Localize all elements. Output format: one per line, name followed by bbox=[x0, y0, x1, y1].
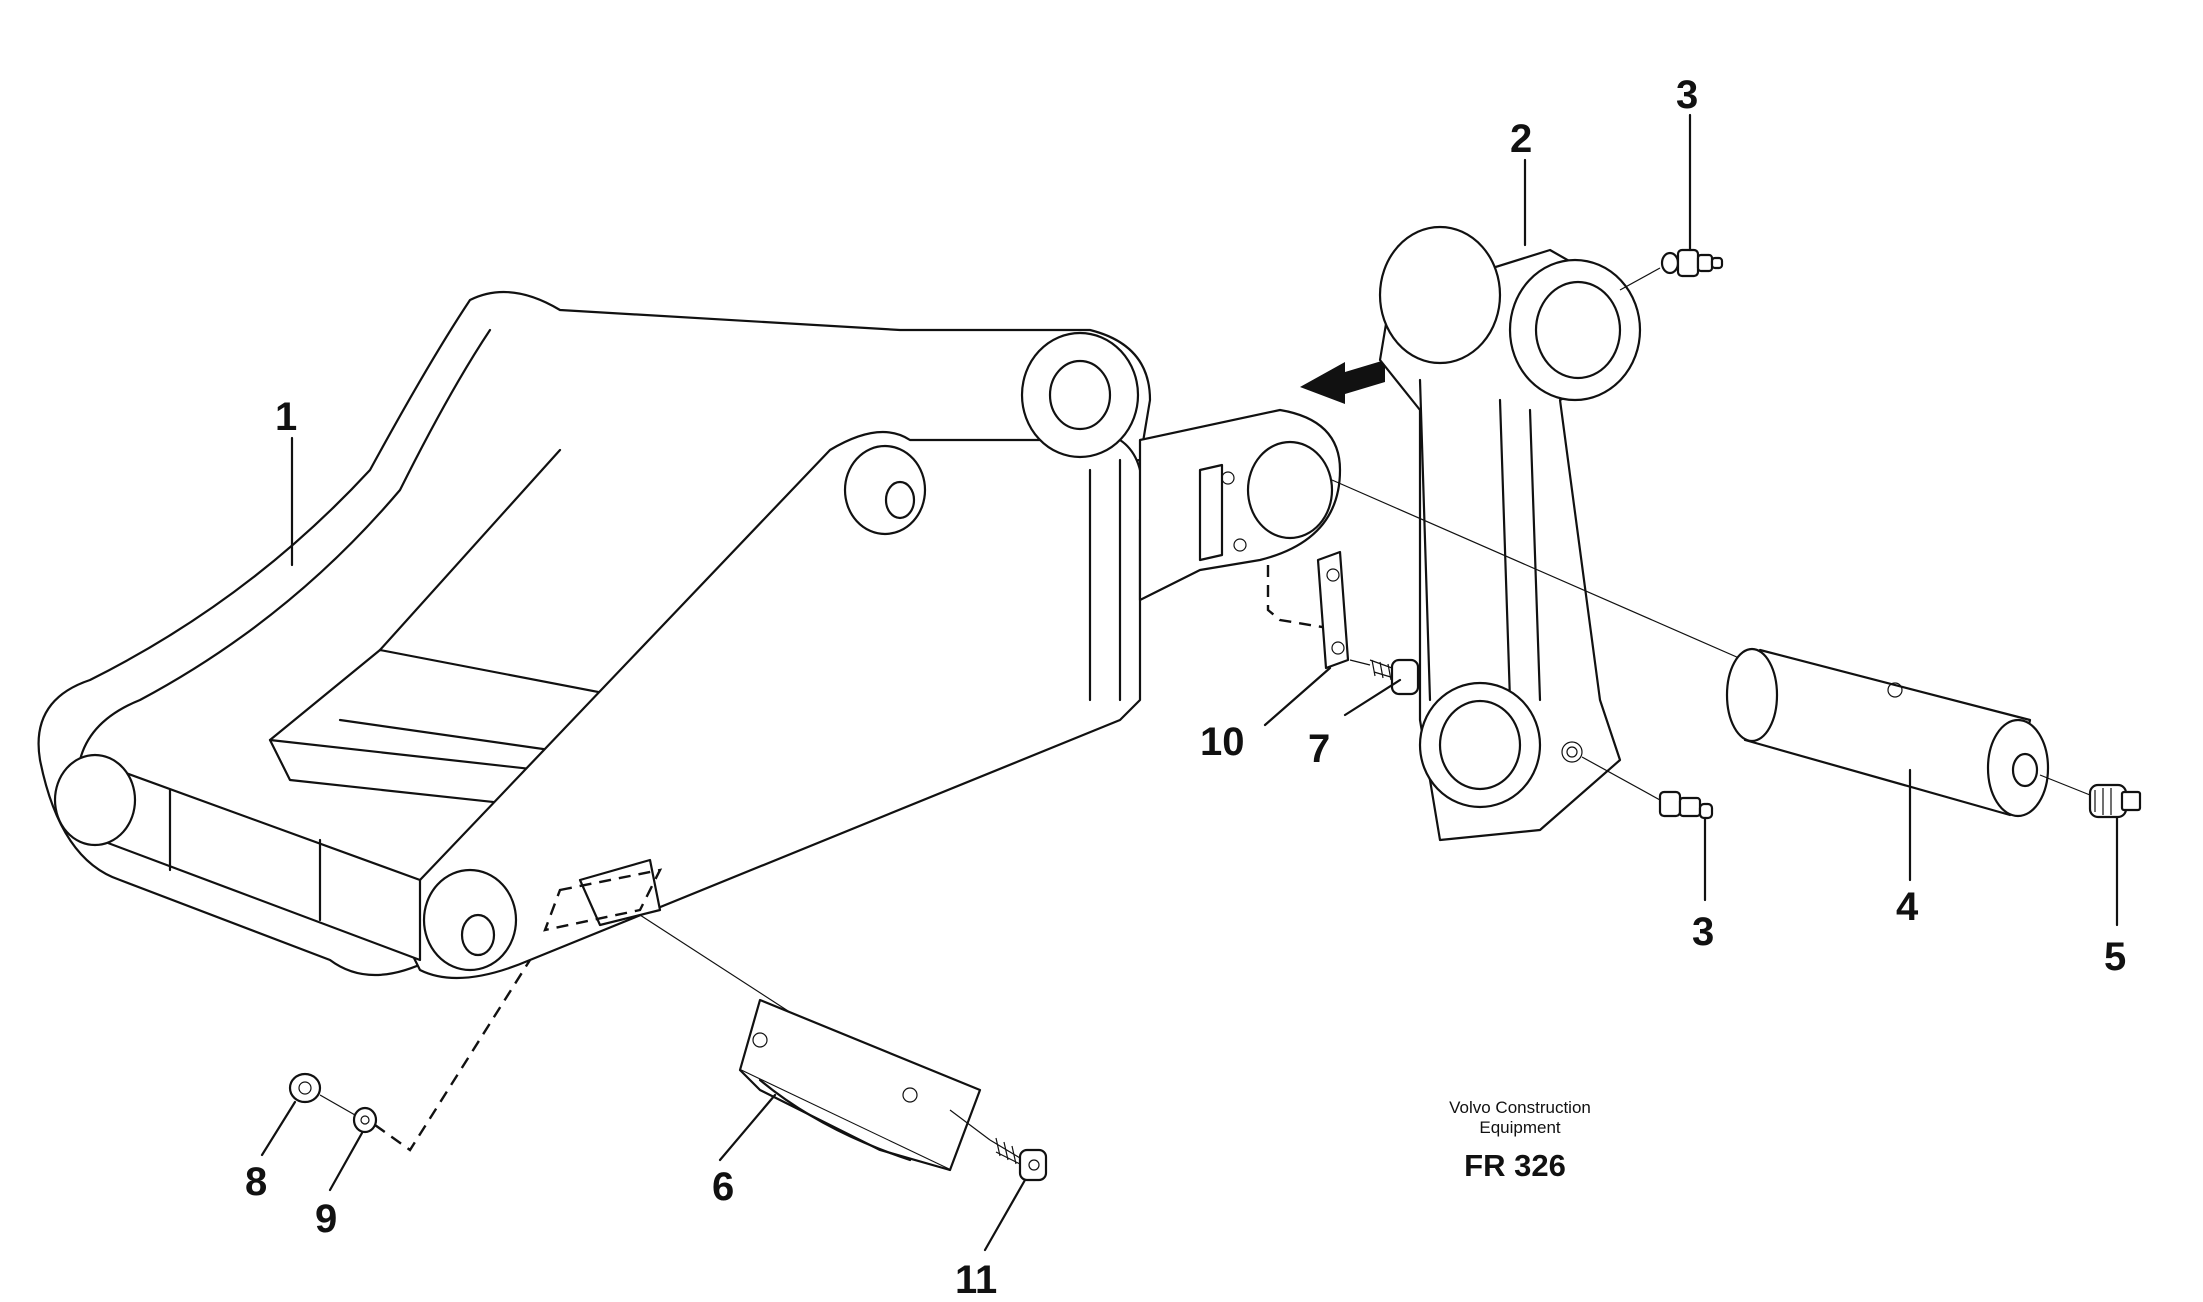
callout-10: 10 bbox=[1200, 720, 1245, 764]
part-9-washer bbox=[352, 959, 532, 1152]
part-8-nut bbox=[288, 1072, 356, 1116]
callout-1: 1 bbox=[275, 395, 297, 439]
callout-11: 11 bbox=[955, 1258, 997, 1302]
callout-7: 7 bbox=[1308, 727, 1330, 771]
part-2-link-arm bbox=[1378, 225, 1642, 842]
callout-labels: 1 2 3 3 4 5 6 7 8 9 10 11 bbox=[245, 73, 2126, 1302]
part-1-frame-bracket bbox=[37, 290, 1342, 980]
part-11-screw bbox=[949, 1109, 1048, 1182]
callout-9: 9 bbox=[315, 1197, 337, 1241]
manufacturer-line-2: Equipment bbox=[1479, 1118, 1561, 1137]
part-4-pin bbox=[1331, 479, 2050, 818]
figure-code: FR 326 bbox=[1464, 1148, 1566, 1183]
manufacturer-line-1: Volvo Construction bbox=[1449, 1098, 1591, 1117]
part-10-retaining-plate bbox=[1316, 550, 1350, 670]
part-3-grease-nipple-top bbox=[1619, 248, 1724, 291]
part-6-cover-plate bbox=[543, 858, 982, 1172]
callout-4: 4 bbox=[1896, 885, 1919, 929]
manufacturer-caption: Volvo Construction Equipment bbox=[1405, 1098, 1635, 1138]
leader-lines bbox=[260, 113, 2119, 1252]
part-7-bolt bbox=[1349, 658, 1420, 696]
callout-3-bottom: 3 bbox=[1692, 910, 1714, 954]
part-5-plug bbox=[2039, 774, 2142, 819]
callout-3-top: 3 bbox=[1676, 73, 1698, 117]
direction-arrow-icon bbox=[1300, 360, 1385, 404]
callout-8: 8 bbox=[245, 1160, 267, 1204]
callout-5: 5 bbox=[2104, 935, 2126, 979]
callout-2: 2 bbox=[1510, 117, 1532, 161]
callout-6: 6 bbox=[712, 1165, 734, 1209]
